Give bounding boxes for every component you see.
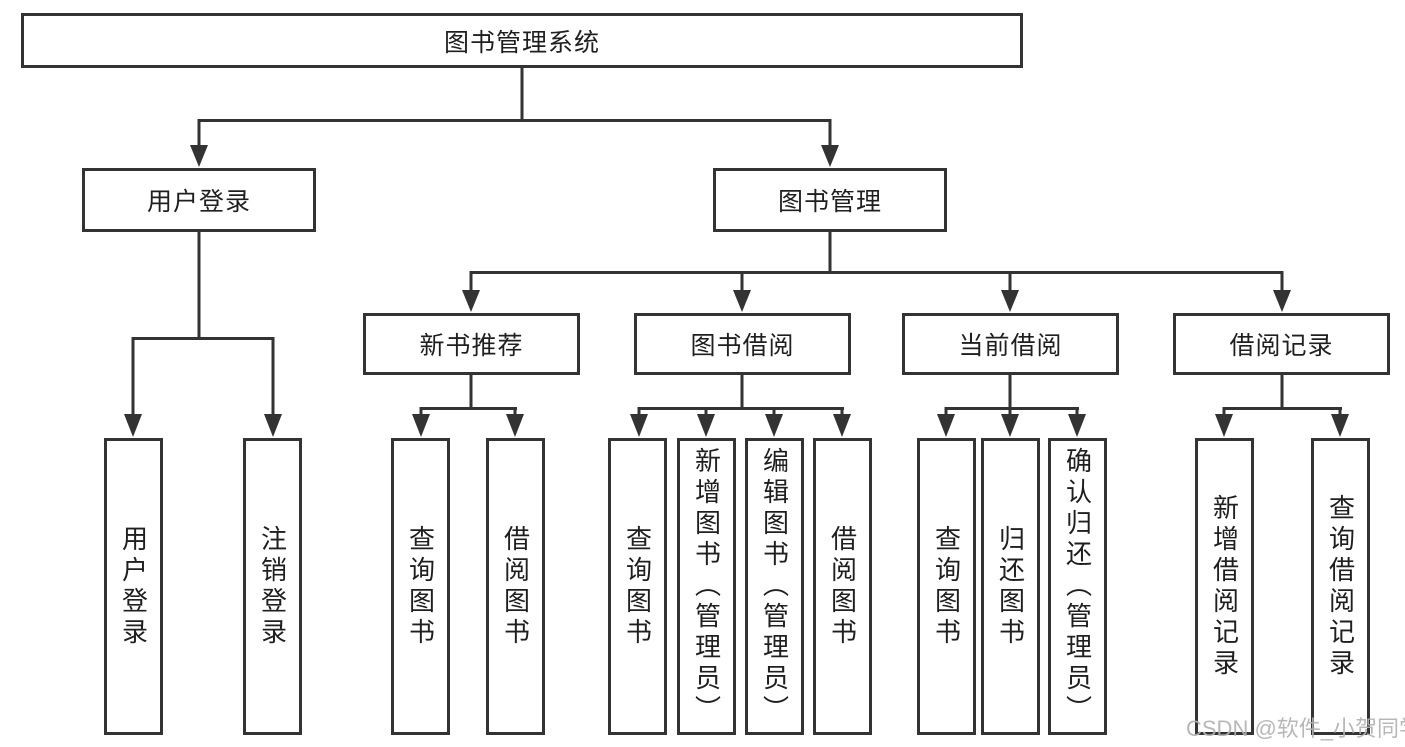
leaf-add-borrow-record: 新增借阅记录 <box>1195 438 1254 735</box>
leaf-label: 借阅图书 <box>827 524 858 649</box>
leaf-borrow-books-recommend: 借阅图书 <box>486 438 545 735</box>
node-current-borrowing: 当前借阅 <box>902 313 1119 375</box>
leaf-label: 查询借阅记录 <box>1325 493 1356 680</box>
leaf-label: 新增借阅记录 <box>1209 493 1240 680</box>
node-label: 当前借阅 <box>958 332 1063 360</box>
node-label: 新书推荐 <box>419 332 524 360</box>
leaf-add-books-admin: 新增图书（管理员） <box>677 438 736 735</box>
leaf-query-books-borrow: 查询图书 <box>608 438 667 735</box>
leaf-label: 查询图书 <box>405 524 436 649</box>
leaf-label: 归还图书 <box>995 524 1026 649</box>
node-label: 图书借阅 <box>690 332 795 360</box>
leaf-label: 借阅图书 <box>500 524 531 649</box>
leaf-label: 用户登录 <box>118 524 149 649</box>
leaf-label: 确认归还（管理员） <box>1062 447 1093 726</box>
node-label: 借阅记录 <box>1229 332 1334 360</box>
node-user-login: 用户登录 <box>82 168 316 232</box>
leaf-query-books-recommend: 查询图书 <box>391 438 450 735</box>
watermark: CSDN @软件_小贺同学 <box>1186 716 1405 741</box>
leaf-label: 编辑图书（管理员） <box>759 447 790 726</box>
node-label: 图书管理 <box>777 188 882 216</box>
node-borrowing-records: 借阅记录 <box>1173 313 1390 375</box>
node-new-book-recommendation: 新书推荐 <box>363 313 580 375</box>
leaf-label: 新增图书（管理员） <box>691 447 722 726</box>
leaf-user-login: 用户登录 <box>104 438 163 735</box>
leaf-borrow-books-borrow: 借阅图书 <box>813 438 872 735</box>
connector-stems <box>131 66 1342 415</box>
leaf-label: 查询图书 <box>931 524 962 649</box>
leaf-return-books: 归还图书 <box>981 438 1040 735</box>
leaf-query-borrow-record: 查询借阅记录 <box>1311 438 1370 735</box>
node-library-management-system: 图书管理系统 <box>21 13 1023 68</box>
node-label: 图书管理系统 <box>443 28 600 57</box>
leaf-query-books-current: 查询图书 <box>917 438 976 735</box>
leaf-label: 注销登录 <box>257 524 288 649</box>
node-book-management: 图书管理 <box>713 168 947 232</box>
leaf-confirm-return-admin: 确认归还（管理员） <box>1048 438 1107 735</box>
leaf-logout-login: 注销登录 <box>243 438 302 735</box>
node-label: 用户登录 <box>146 188 251 216</box>
node-book-borrowing: 图书借阅 <box>634 313 851 375</box>
leaf-edit-books-admin: 编辑图书（管理员） <box>745 438 804 735</box>
arrowhead-icons <box>124 145 1349 437</box>
leaf-label: 查询图书 <box>622 524 653 649</box>
